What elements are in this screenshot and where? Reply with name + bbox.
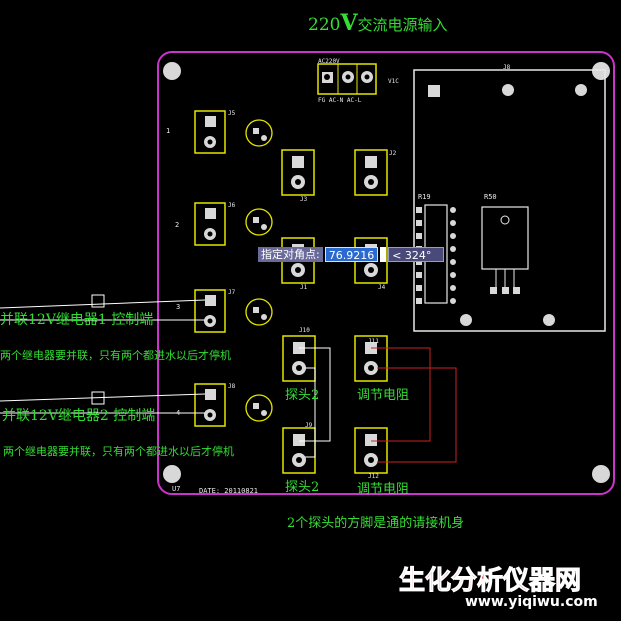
relay2-wires (0, 391, 206, 414)
cad-dynamic-input[interactable]: 指定对角点: 76.9216 < 324° (258, 247, 445, 262)
terminal-4 (194, 383, 226, 427)
relay1-note: 并联12V继电器1 控制端 (0, 312, 154, 328)
title: 220V交流电源输入 (308, 10, 448, 36)
relay2-note-sub: 两个继电器要并联，只有两个都进水以后才停机 (3, 445, 234, 458)
watermark-url: www.yiqiwu.com (465, 594, 598, 610)
relay1-wires (0, 294, 206, 321)
relay-label-j2: J2 (389, 150, 397, 157)
connector-tag-j9: J9 (305, 422, 313, 429)
cad-prompt-label: 指定对角点: (258, 247, 323, 262)
relay-label-j4: J4 (378, 284, 386, 291)
relay2-note: 并联12V继电器2 控制端 (2, 408, 156, 424)
terminal-j3 (281, 149, 315, 196)
adjust-terminal-2 (354, 427, 388, 474)
bottom-note: 2个探头的方脚是通的请接机身 (287, 516, 465, 531)
connector-tag-j11: J11 (368, 338, 379, 345)
adjust-wires (371, 347, 457, 463)
mount-hole-br (592, 465, 610, 483)
side-label-j5: J5 (228, 110, 236, 117)
terminal-j2 (354, 149, 388, 196)
probe-terminal-2 (282, 427, 316, 474)
date-label: DATE: 20110821 (199, 487, 259, 495)
pin-number-4: 4 (176, 409, 181, 417)
regulator-r50 (481, 206, 529, 294)
adjust-label-1: 调节电阻 (357, 388, 410, 403)
board-outline (157, 51, 615, 495)
led-1 (245, 119, 273, 147)
terminal-2 (194, 202, 226, 246)
pin-number-3: 3 (176, 303, 181, 311)
board-label-r19: R19 (418, 193, 431, 201)
side-label-j8: J8 (228, 383, 236, 390)
side-label-j6: J6 (228, 202, 236, 209)
probe-terminal-1 (282, 335, 316, 382)
cad-prompt-cursor (380, 247, 387, 262)
probe-wires (299, 347, 331, 458)
probe-label-2: 探头2 (285, 480, 320, 495)
mount-hole-tr (592, 62, 610, 80)
board-label-j8: J8 (503, 64, 511, 71)
board-label-r50: R50 (484, 193, 497, 201)
corner-label: U7 (172, 485, 181, 493)
ac-subheader: V1C (388, 78, 399, 85)
watermark-cn: 生化分析仪器网 (398, 566, 582, 597)
probe-label-1: 探头2 (285, 388, 320, 403)
mount-hole-bl (163, 465, 181, 483)
ac-pins: FG AC-N AC-L (318, 97, 362, 104)
module-j8 (413, 69, 606, 332)
adjust-label-2: 调节电阻 (357, 482, 410, 497)
pin-number-2: 2 (175, 221, 180, 229)
pin-number-1: 1 (166, 127, 171, 135)
title-rest: 交流电源输入 (357, 16, 448, 34)
relay-label-j3: J3 (300, 196, 308, 203)
cad-prompt-angle[interactable]: < 324° (388, 247, 445, 262)
title-v: V (340, 10, 358, 36)
ac-header: AC220V (318, 58, 340, 65)
connector-tag-j10: J10 (299, 327, 310, 334)
connector-tag-j12: J12 (368, 473, 379, 480)
terminal-1 (194, 110, 226, 154)
ic-r19 (416, 204, 456, 304)
side-label-j7: J7 (228, 289, 236, 296)
title-voltage: 220 (308, 15, 341, 35)
relay-label-j1: J1 (300, 284, 308, 291)
led-3 (245, 298, 273, 326)
led-4 (245, 394, 273, 422)
mount-hole-tl (163, 62, 181, 80)
cad-prompt-value[interactable]: 76.9216 (324, 247, 379, 262)
terminal-3 (194, 289, 226, 333)
led-2 (245, 208, 273, 236)
relay1-note-sub: 两个继电器要并联，只有两个都进水以后才停机 (0, 349, 231, 362)
ac-input-connector (317, 63, 377, 95)
